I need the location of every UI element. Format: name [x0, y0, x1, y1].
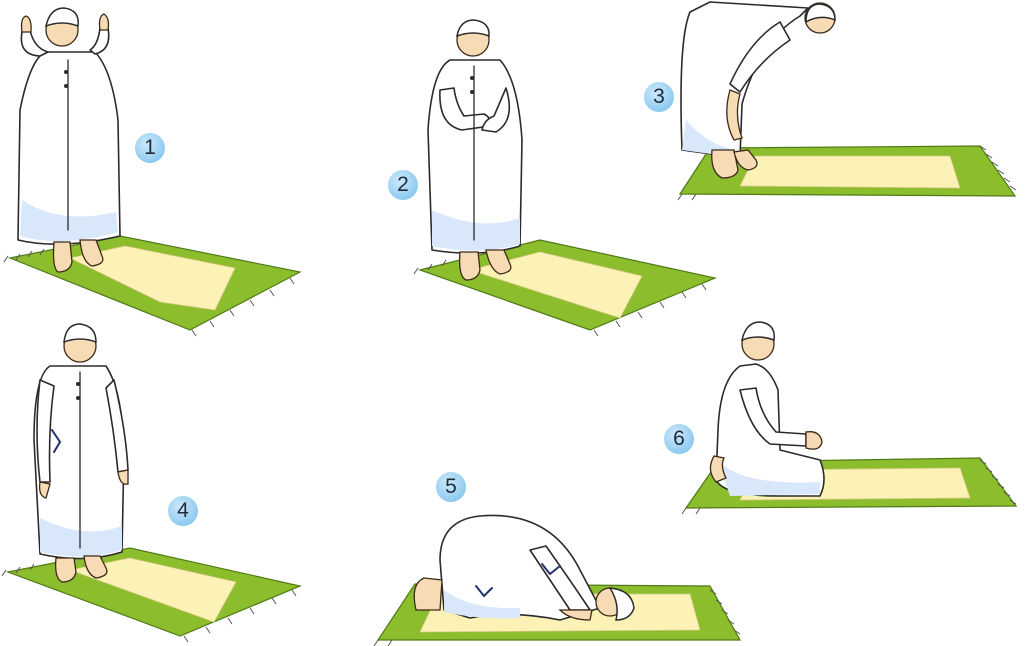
step-number-badge: 4 [168, 496, 198, 526]
step-6-illustration [660, 310, 1032, 530]
step-3-panel: 3 [630, 0, 1030, 210]
step-4-panel: 4 [0, 310, 330, 646]
step-6-panel: 6 [660, 310, 1032, 530]
step-1-panel: 1 [0, 0, 330, 340]
step-3-illustration [630, 0, 1030, 210]
figure [710, 322, 824, 496]
step-1-illustration [0, 0, 330, 340]
step-number-badge: 3 [644, 82, 674, 112]
figure [34, 324, 128, 582]
figure [414, 515, 634, 620]
step-number-badge: 5 [436, 472, 466, 502]
step-number-badge: 2 [388, 170, 418, 200]
step-number-badge: 1 [135, 133, 165, 163]
prayer-mat [2, 548, 300, 642]
figure [428, 20, 522, 280]
step-number-badge: 6 [664, 424, 694, 454]
figure [18, 8, 120, 272]
step-4-illustration [0, 310, 330, 646]
